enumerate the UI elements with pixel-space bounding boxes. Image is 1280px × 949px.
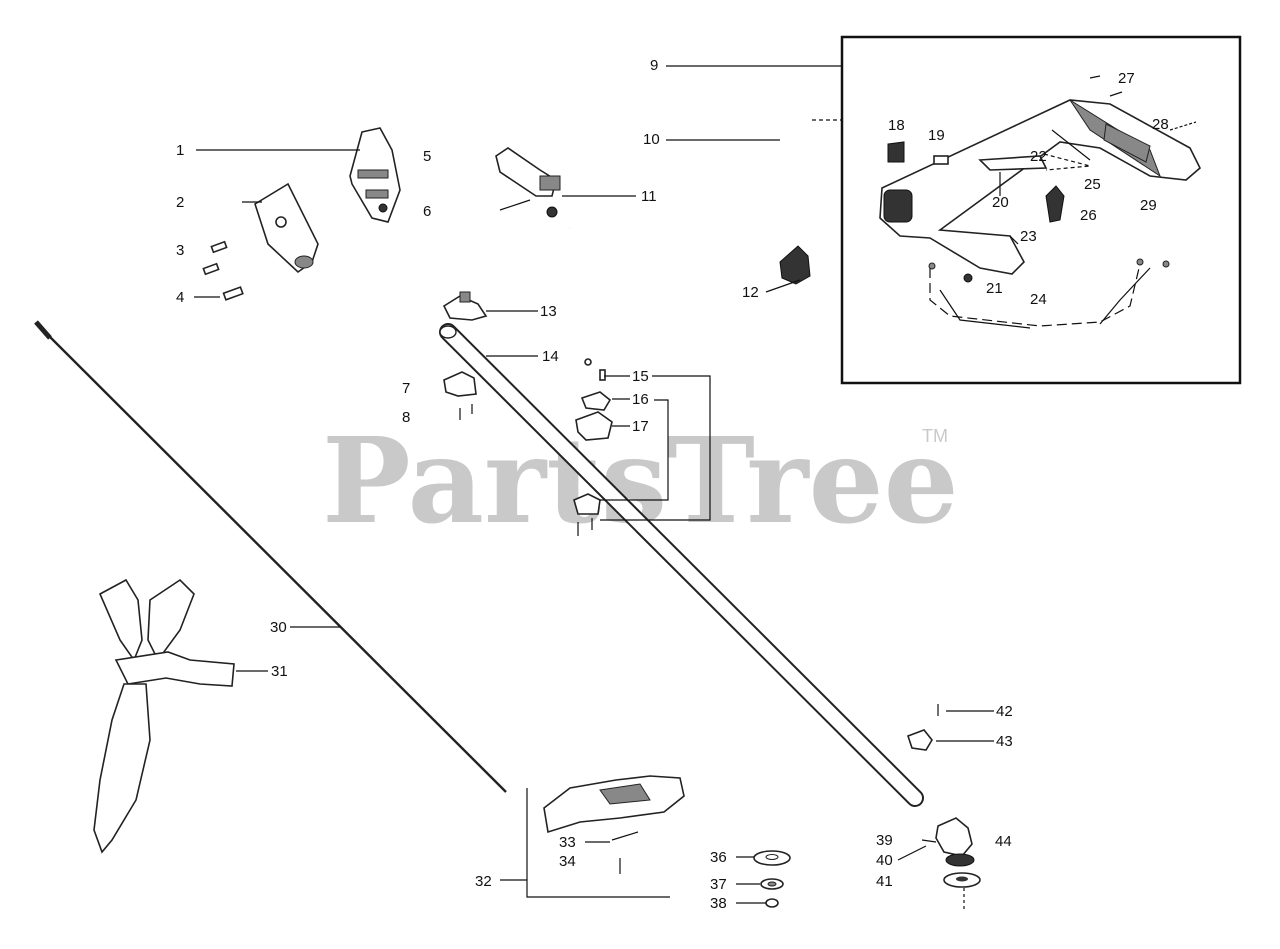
callout-8: 8	[402, 409, 410, 426]
callout-21: 21	[986, 280, 1003, 297]
callout-39: 39	[876, 832, 893, 849]
callout-37: 37	[710, 876, 727, 893]
inset-box	[840, 35, 1242, 385]
callout-17: 17	[632, 418, 649, 435]
callout-29: 29	[1140, 197, 1157, 214]
callout-24: 24	[1030, 291, 1047, 308]
callout-27: 27	[1118, 70, 1135, 87]
callout-42: 42	[996, 703, 1013, 720]
callout-38: 38	[710, 895, 727, 912]
callout-3: 3	[176, 242, 184, 259]
part-handle-bar	[567, 116, 842, 273]
part-blade-guard	[543, 775, 685, 874]
callout-25: 25	[1084, 176, 1101, 193]
callout-30: 30	[270, 619, 287, 636]
part-harness	[93, 578, 235, 854]
callout-7: 7	[402, 380, 410, 397]
callout-5: 5	[423, 148, 431, 165]
callout-22: 22	[1030, 148, 1047, 165]
callout-19: 19	[928, 127, 945, 144]
part-clamp-7	[443, 371, 477, 420]
callout-11: 11	[641, 188, 657, 205]
callout-2: 2	[176, 194, 184, 211]
part-washers	[753, 850, 791, 908]
callout-15: 15	[632, 368, 649, 385]
part-left-grip	[495, 147, 561, 218]
callout-1: 1	[176, 142, 184, 159]
callout-labels: 1 2 3 4 5 6 7 8 9 10 11 12 13 14 15 16 1…	[176, 57, 1169, 912]
part-screw-4	[222, 286, 244, 301]
callout-6: 6	[423, 203, 431, 220]
part-throttle-handle	[879, 75, 1201, 329]
leader-lines	[194, 65, 1091, 904]
callout-16: 16	[632, 391, 649, 408]
callout-32: 32	[475, 873, 492, 890]
part-clamp-15-17	[573, 358, 613, 536]
callout-40: 40	[876, 852, 893, 869]
callout-43: 43	[996, 733, 1013, 750]
callout-33: 33	[559, 834, 576, 851]
part-screws-3	[202, 240, 228, 276]
callout-23: 23	[1020, 228, 1037, 245]
part-gear-head	[906, 704, 981, 910]
callout-9: 9	[650, 57, 658, 74]
callout-14: 14	[542, 348, 559, 365]
callout-12: 12	[742, 284, 759, 301]
callout-20: 20	[992, 194, 1009, 211]
callout-4: 4	[176, 289, 184, 306]
callout-34: 34	[559, 853, 576, 870]
callout-13: 13	[540, 303, 557, 320]
callout-44: 44	[995, 833, 1012, 850]
part-clamp-cover	[349, 127, 401, 223]
callout-36: 36	[710, 849, 727, 866]
watermark-tm: TM	[922, 426, 948, 446]
part-drive-shaft	[34, 320, 507, 793]
callout-10: 10	[643, 131, 660, 148]
part-shaft-tube	[439, 323, 924, 807]
callout-41: 41	[876, 873, 893, 890]
part-handle-clamp	[779, 245, 811, 285]
callout-18: 18	[888, 117, 905, 134]
part-tube-clamp	[442, 291, 488, 321]
part-guard-plate	[254, 182, 319, 274]
callout-31: 31	[271, 663, 288, 680]
callout-28: 28	[1152, 116, 1169, 133]
callout-26: 26	[1080, 207, 1097, 224]
